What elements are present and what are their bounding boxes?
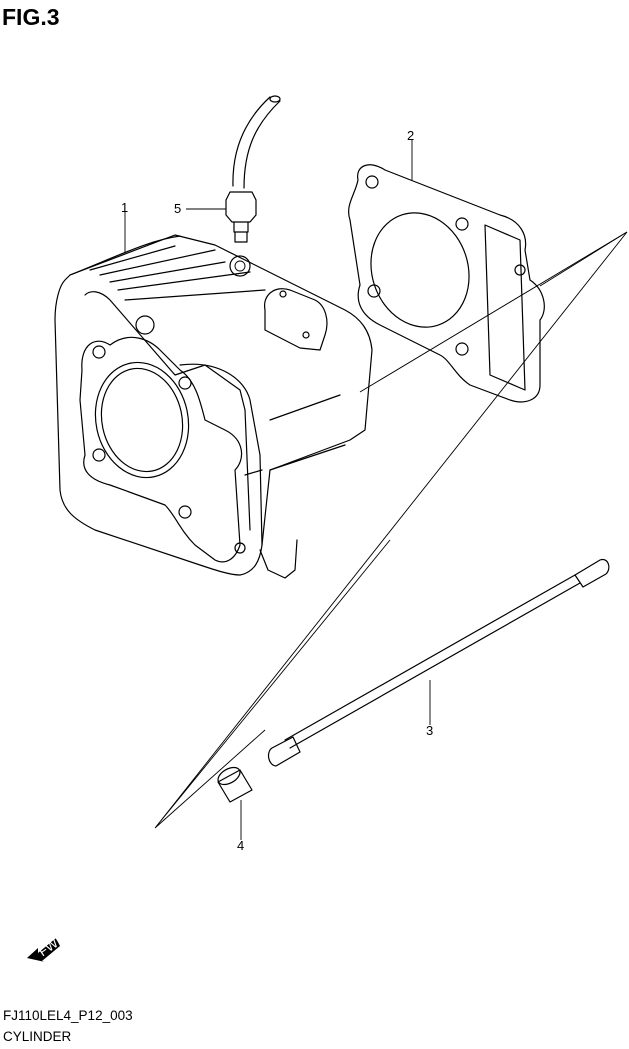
fwd-label: FWD — [36, 930, 69, 959]
figure-title: FIG.3 — [2, 4, 60, 30]
fwd-arrow-icon: FWD — [27, 930, 68, 962]
part-1-cylinder — [54, 234, 373, 579]
part-5-sensor — [225, 95, 281, 243]
part-4-dowel-pin — [217, 766, 253, 803]
diagram-code: FJ110LEL4_P12_003 — [3, 1008, 133, 1023]
diagram-name: CYLINDER — [3, 1029, 72, 1044]
assembly-guide-lines — [154, 231, 628, 829]
callout-labels: 1 2 3 4 5 — [121, 128, 433, 853]
callout-1: 1 — [121, 200, 128, 215]
callout-4: 4 — [237, 838, 244, 853]
callout-2: 2 — [407, 128, 414, 143]
callout-5: 5 — [174, 201, 181, 216]
callout-3: 3 — [426, 723, 433, 738]
part-3-stud-bolt — [267, 558, 610, 767]
part-2-gasket — [348, 164, 545, 403]
